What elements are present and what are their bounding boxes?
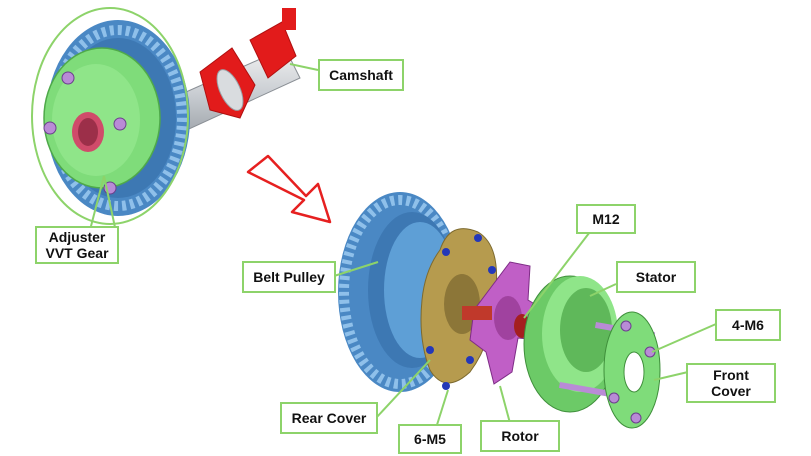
label-stator: Stator xyxy=(616,261,696,293)
rotor xyxy=(462,261,549,385)
front-cover xyxy=(603,311,661,429)
leader-lines xyxy=(89,63,717,439)
label-front-cover: Front Cover xyxy=(686,363,776,403)
stator xyxy=(523,275,656,413)
label-camshaft: Camshaft xyxy=(318,59,404,91)
label-4-m6: 4-M6 xyxy=(715,309,781,341)
label-belt-pulley: Belt Pulley xyxy=(242,261,336,293)
adjuster-vvt-gear xyxy=(31,7,190,225)
label-m12: M12 xyxy=(576,204,636,234)
label-rotor: Rotor xyxy=(480,420,560,452)
direction-arrow xyxy=(246,154,332,224)
label-rear-cover: Rear Cover xyxy=(280,402,378,434)
label-6-m5: 6-M5 xyxy=(398,424,462,454)
label-adjuster-vvt-gear: Adjuster VVT Gear xyxy=(35,226,119,264)
